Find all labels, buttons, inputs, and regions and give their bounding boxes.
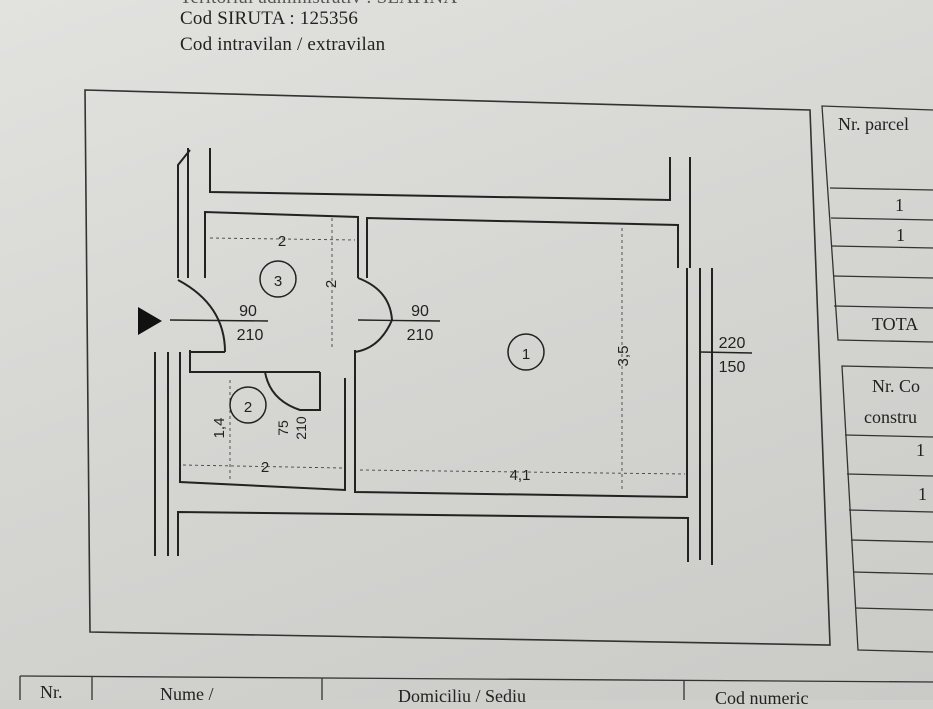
room2-depth-label: 1,4 bbox=[211, 418, 228, 439]
wall-top-corridor bbox=[209, 148, 671, 202]
table-parcel-header: Nr. parcel bbox=[838, 114, 909, 134]
table-parcel-rule bbox=[831, 245, 933, 249]
table-constructii-outline bbox=[841, 365, 933, 653]
table-constructii-rule bbox=[850, 539, 933, 543]
table-parcel-total: TOTA bbox=[872, 314, 919, 334]
wall-room1-bottom bbox=[354, 350, 688, 499]
opening-line-entrance bbox=[169, 319, 269, 322]
table-parcel-outline bbox=[821, 105, 933, 343]
room1-door-width: 90 bbox=[411, 303, 429, 320]
wall-room3 bbox=[204, 210, 359, 278]
table-constructii-rule bbox=[854, 607, 933, 611]
table-constructii-row-1: 1 bbox=[916, 440, 925, 460]
room2-door-width: 75 bbox=[275, 420, 291, 436]
room1-door-height: 210 bbox=[407, 327, 434, 344]
room1-depth-label: 3,5 bbox=[615, 346, 632, 367]
entrance-door-width: 90 bbox=[239, 303, 257, 320]
table-parcel-row-2: 1 bbox=[896, 225, 905, 245]
opening-line-window bbox=[699, 351, 753, 354]
entrance-door-height: 210 bbox=[237, 327, 264, 344]
door-swing-room1 bbox=[354, 277, 394, 353]
room3-depth-label: 2 bbox=[323, 280, 340, 288]
window-width: 220 bbox=[719, 335, 746, 352]
table-bottom-col-nume: Nume / bbox=[160, 684, 214, 704]
table-constructii-rule bbox=[844, 434, 933, 438]
room3-width-label: 2 bbox=[278, 233, 286, 250]
table-constructii-header-2: constru bbox=[864, 407, 917, 427]
room2-width-label: 2 bbox=[261, 459, 269, 476]
table-constructii-rule bbox=[848, 509, 933, 513]
room2-circle bbox=[229, 386, 267, 424]
table-parcel-rule bbox=[829, 187, 933, 191]
table-parcel-row-1: 1 bbox=[895, 195, 904, 215]
window-height: 150 bbox=[719, 359, 746, 376]
room1-circle bbox=[507, 333, 545, 371]
dim-guide-room2-width bbox=[182, 464, 343, 469]
room1-width-label: 4,1 bbox=[510, 467, 531, 484]
room2-number: 2 bbox=[244, 399, 252, 416]
table-constructii-rule bbox=[852, 571, 933, 575]
header-siruta: Cod SIRUTA : 125356 bbox=[180, 8, 359, 29]
header-administrative-line: Teritoriul administrativ : SLATINA bbox=[180, 0, 457, 9]
table-constructii-header-1: Nr. Co bbox=[872, 376, 921, 396]
table-bottom-col-domiciliu: Domiciliu / Sediu bbox=[398, 686, 526, 706]
room3-circle bbox=[259, 260, 297, 298]
room2-door-height: 210 bbox=[293, 416, 309, 440]
header-intravilan: Cod intravilan / extravilan bbox=[180, 34, 386, 55]
wall-left-upper bbox=[177, 149, 191, 278]
table-parcel-rule bbox=[833, 305, 933, 309]
dim-guide-room1-width bbox=[359, 469, 686, 475]
room3-number: 3 bbox=[274, 273, 282, 290]
wall-room2-top bbox=[189, 350, 320, 373]
table-parcel-rule bbox=[832, 275, 933, 279]
table-bottom-top-rule bbox=[19, 675, 933, 683]
door-swing-room2 bbox=[264, 371, 321, 411]
table-parcel-rule bbox=[830, 217, 933, 221]
table-bottom-col-cod: Cod numeric bbox=[715, 688, 809, 708]
table-constructii-row-2: 1 bbox=[918, 484, 927, 504]
dim-guide-room3-width bbox=[209, 237, 356, 241]
wall-bottom-corridor bbox=[177, 510, 689, 562]
room1-number: 1 bbox=[522, 346, 530, 363]
plan-frame bbox=[84, 89, 831, 646]
wall-room2 bbox=[179, 352, 346, 492]
door-swing-entrance bbox=[177, 279, 226, 353]
opening-line-room1 bbox=[357, 319, 441, 322]
table-bottom-col-nr: Nr. bbox=[40, 682, 63, 702]
entrance-arrow-icon bbox=[138, 307, 162, 335]
wall-room1-top bbox=[366, 216, 679, 278]
table-constructii-rule bbox=[846, 473, 933, 477]
